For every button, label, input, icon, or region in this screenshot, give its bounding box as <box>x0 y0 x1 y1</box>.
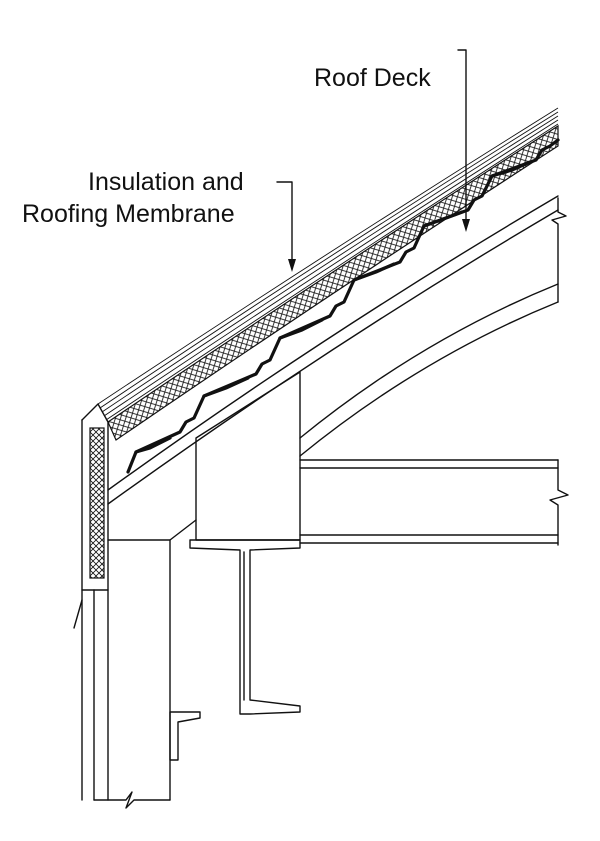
break-line-bottom <box>93 791 171 809</box>
roof-deck-leader <box>457 49 470 232</box>
break-line-upper <box>551 197 567 303</box>
interior-wall <box>107 519 197 801</box>
beam-end-plate <box>195 371 301 541</box>
roof-deck-flutes <box>134 160 532 454</box>
roof-deck-label: Roof Deck <box>314 64 431 92</box>
curved-beam-bottom <box>299 283 559 439</box>
steel-column <box>169 539 301 761</box>
roof-deck <box>126 138 560 474</box>
roofing-membrane <box>97 107 559 421</box>
wall-insulation <box>89 427 105 579</box>
insulation-label-line1: Insulation and <box>88 168 244 196</box>
insulation-label-line2: Roofing Membrane <box>22 200 235 228</box>
insulation-layer <box>107 124 559 441</box>
curved-beam-top <box>107 195 559 505</box>
curved-beam-bottom-2 <box>299 301 559 457</box>
insulation-leader <box>276 181 296 272</box>
exterior-wall <box>73 403 109 801</box>
break-line-lower <box>549 459 569 546</box>
horizontal-beam <box>299 459 559 544</box>
